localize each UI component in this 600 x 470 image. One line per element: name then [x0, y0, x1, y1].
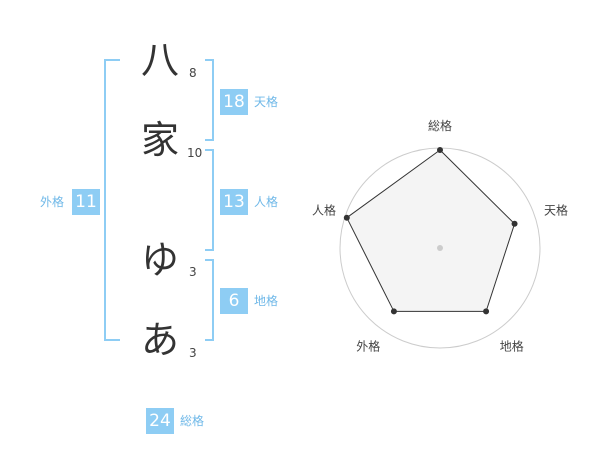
- radar-axis-label-3: 外格: [356, 339, 380, 354]
- ten-kaku-value: 18: [220, 89, 248, 115]
- ten-bracket: [205, 59, 214, 141]
- name-char-2: 家: [140, 118, 179, 162]
- stroke-count-1: 8: [189, 66, 197, 80]
- radar-point-0: [437, 147, 443, 153]
- stroke-count-2: 10: [187, 146, 203, 160]
- radar-center-dot: [437, 245, 443, 251]
- jin-kaku-label: 人格: [254, 195, 279, 209]
- jin-kaku-value: 13: [220, 189, 248, 215]
- radar-axis-label-1: 天格: [544, 202, 568, 217]
- radar-axis-label-2: 地格: [500, 339, 524, 354]
- chi-kaku-label: 地格: [254, 294, 279, 308]
- radar-point-3: [390, 308, 397, 315]
- sou-kaku-value: 24: [146, 408, 174, 434]
- ten-kaku-label: 天格: [254, 95, 279, 109]
- jin-bracket: [205, 149, 214, 251]
- chi-bracket: [205, 259, 214, 341]
- name-char-1: 八: [140, 38, 179, 82]
- gai-kaku-label: 外格: [40, 195, 65, 209]
- radar-point-2: [483, 308, 490, 315]
- gai-kaku-value: 11: [72, 189, 100, 215]
- stroke-count-4: 3: [189, 346, 197, 360]
- radar-point-1: [511, 220, 518, 227]
- name-char-3: ゆ: [140, 238, 179, 282]
- sou-kaku-label: 総格: [180, 414, 205, 428]
- radar-polygon: [346, 149, 516, 312]
- radar-point-4: [343, 214, 350, 221]
- radar-axis-label-0: 総格: [428, 118, 452, 133]
- radar-axis-label-4: 人格: [312, 202, 336, 217]
- radar-points: [343, 147, 518, 315]
- name-char-4: あ: [140, 318, 179, 362]
- chi-kaku-value: 6: [220, 288, 248, 314]
- stroke-count-3: 3: [189, 265, 197, 279]
- gai-bracket: [104, 59, 120, 341]
